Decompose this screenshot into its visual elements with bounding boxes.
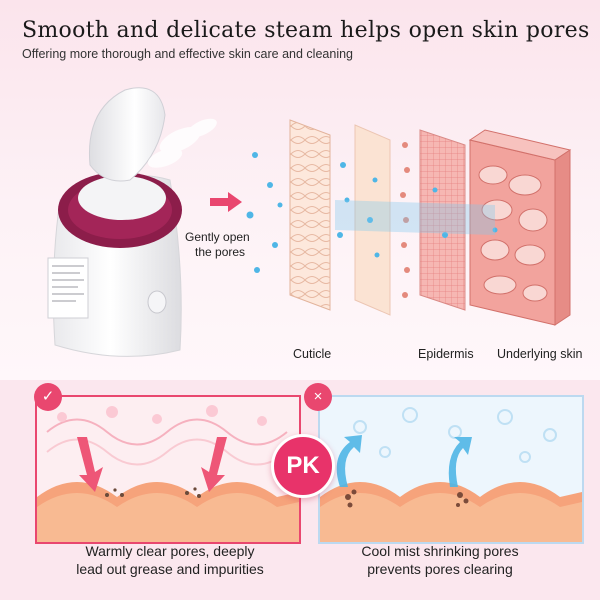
gently-open-label: Gently open the pores [185,230,250,260]
cool-mist-illustration [320,397,582,542]
check-icon: ✓ [34,383,62,411]
arrow-right-icon [210,192,242,212]
cool-mist-panel [318,395,584,544]
subheadline: Offering more thorough and effective ski… [22,47,353,61]
cuticle-label: Cuticle [293,347,332,361]
warm-steam-illustration [37,397,299,542]
pk-versus-badge: PK [271,434,335,498]
facial-steamer-device [47,87,217,357]
warm-caption-line-1: Warmly clear pores, deeply [85,543,255,559]
gently-line-2: the pores [195,245,246,259]
warm-steam-panel [35,395,301,544]
gently-line-1: Gently open [185,230,250,244]
cool-caption-line-1: Cool mist shrinking pores [361,543,519,559]
skin-layers-illustration [246,119,572,326]
cool-mist-caption: Cool mist shrinking pores prevents pores… [300,542,580,578]
warm-caption-line-2: lead out grease and impurities [76,561,264,577]
warm-steam-caption: Warmly clear pores, deeply lead out grea… [30,542,310,578]
epidermis-label: Epidermis [418,347,474,361]
cool-caption-line-2: prevents pores clearing [367,561,513,577]
close-icon: × [304,383,332,411]
headline: Smooth and delicate steam helps open ski… [22,18,590,43]
underlying-skin-label: Underlying skin [497,347,583,361]
